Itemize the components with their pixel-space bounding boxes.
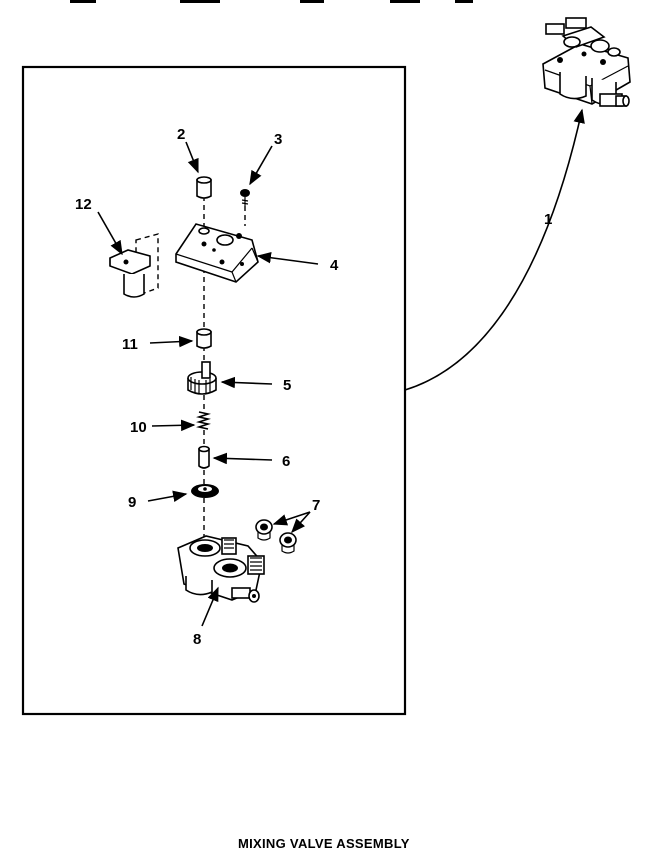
- callout-5-arrow: [220, 376, 273, 389]
- callout-3: 3: [274, 131, 282, 148]
- callout-9: 9: [128, 494, 136, 511]
- part-3-screw: [240, 189, 250, 206]
- callout-12-arrow: [97, 211, 123, 256]
- cropped-top-text-fragments: [70, 0, 473, 3]
- callout-2-arrow: [185, 141, 199, 174]
- exploded-view-frame: [21, 65, 407, 716]
- callout-7: 7: [312, 497, 320, 514]
- diagram-caption: MIXING VALVE ASSEMBLY: [238, 836, 410, 851]
- callout-8-arrow: [201, 586, 219, 627]
- callout-6-arrow: [212, 452, 273, 465]
- callout-11-arrow: [149, 335, 194, 348]
- part-10-spring: [196, 411, 211, 430]
- callout-6: 6: [282, 453, 290, 470]
- part-6-pin: [198, 445, 210, 469]
- callout-10-arrow: [151, 419, 196, 432]
- callout-7-arrow-a: [272, 511, 311, 526]
- part-4-mounting-bracket: [175, 223, 259, 283]
- callout-9-arrow: [147, 490, 188, 503]
- callout-4-arrow: [256, 252, 319, 265]
- assembled-valve-illustration: [542, 17, 631, 107]
- callout-1: 1: [544, 211, 552, 228]
- callout-4: 4: [330, 257, 339, 274]
- callout-8: 8: [193, 631, 201, 648]
- part-5-plunger: [187, 361, 217, 395]
- assembly-leader-line: [404, 108, 585, 391]
- part-11-bushing: [196, 328, 212, 349]
- callout-5: 5: [283, 377, 291, 394]
- part-2-spacer: [196, 176, 212, 199]
- callout-12: 12: [75, 196, 92, 213]
- callout-11: 11: [122, 336, 138, 353]
- callout-10: 10: [130, 419, 147, 436]
- callout-2: 2: [177, 126, 185, 143]
- callout-3-arrow: [249, 145, 273, 186]
- part-9-diaphragm: [191, 484, 219, 498]
- part-12-coil-terminal: [109, 233, 159, 298]
- part-8-valve-body: [177, 535, 265, 603]
- part-7-flow-washers: [255, 519, 297, 554]
- callout-7-arrow-b: [291, 511, 311, 534]
